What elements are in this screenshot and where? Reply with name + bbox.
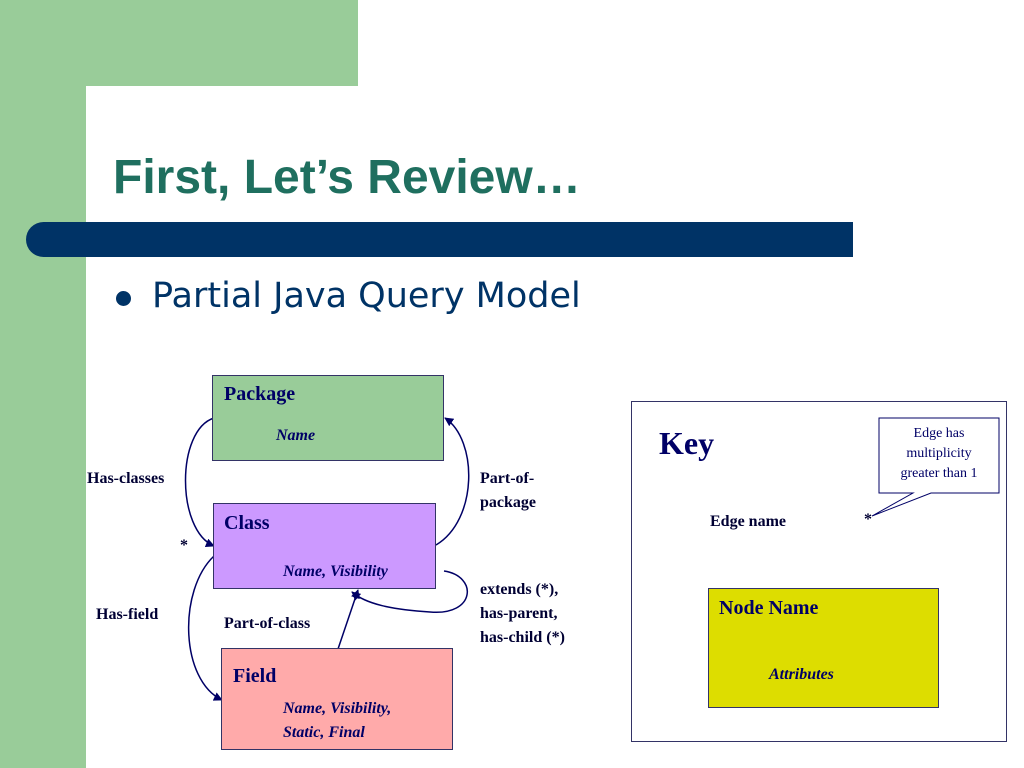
class-node-attributes: Name, Visibility: [283, 563, 388, 580]
part-of-package-label-line1: Part-of-: [480, 470, 535, 487]
part-of-class-edge: [337, 589, 360, 650]
field-node-attributes-line2: Static, Final: [283, 724, 365, 741]
field-node-attributes-line1: Name, Visibility,: [283, 700, 392, 717]
key-edge-name: Edge name: [710, 513, 786, 530]
left-green-bar: [0, 0, 86, 768]
package-node: [212, 375, 444, 461]
callout-line2: multiplicity: [906, 446, 972, 461]
has-field-edge: [188, 555, 223, 701]
bullet-dot-icon: [116, 291, 131, 306]
multiplicity-callout: Edge has multiplicity greater than 1: [880, 424, 998, 484]
has-classes-edge: [184, 417, 215, 547]
has-classes-label: Has-classes: [87, 470, 165, 487]
class-node-name: Class: [224, 512, 270, 534]
callout-line1: Edge has: [913, 426, 965, 441]
extends-label-line1: extends (*),: [480, 581, 559, 598]
key-title: Key: [659, 425, 715, 461]
slide-title: First, Let’s Review…: [113, 151, 581, 204]
key-node-name: Node Name: [719, 597, 819, 619]
extends-label-line3: has-child (*): [480, 629, 565, 646]
callout-line3: greater than 1: [900, 466, 978, 481]
key-node-attributes: Attributes: [769, 666, 834, 683]
field-node: [221, 648, 453, 750]
part-of-package-label-line2: package: [480, 494, 536, 511]
part-of-class-label: Part-of-class: [224, 615, 311, 632]
part-of-package-edge: [435, 417, 470, 546]
package-node-attributes: Name: [276, 427, 316, 444]
top-green-block: [0, 0, 358, 86]
has-classes-multiplicity: *: [180, 537, 188, 554]
package-node-name: Package: [224, 383, 296, 405]
extends-self-loop-edge: [351, 570, 469, 613]
title-underline-bar: [26, 222, 853, 257]
key-node-box: [708, 588, 939, 708]
field-node-name: Field: [233, 665, 277, 687]
has-field-label: Has-field: [96, 606, 159, 623]
key-edge-multiplicity: *: [864, 511, 872, 528]
extends-label-line2: has-parent,: [480, 605, 558, 622]
class-node: [213, 503, 436, 589]
bullet-text: Partial Java Query Model: [152, 276, 581, 316]
